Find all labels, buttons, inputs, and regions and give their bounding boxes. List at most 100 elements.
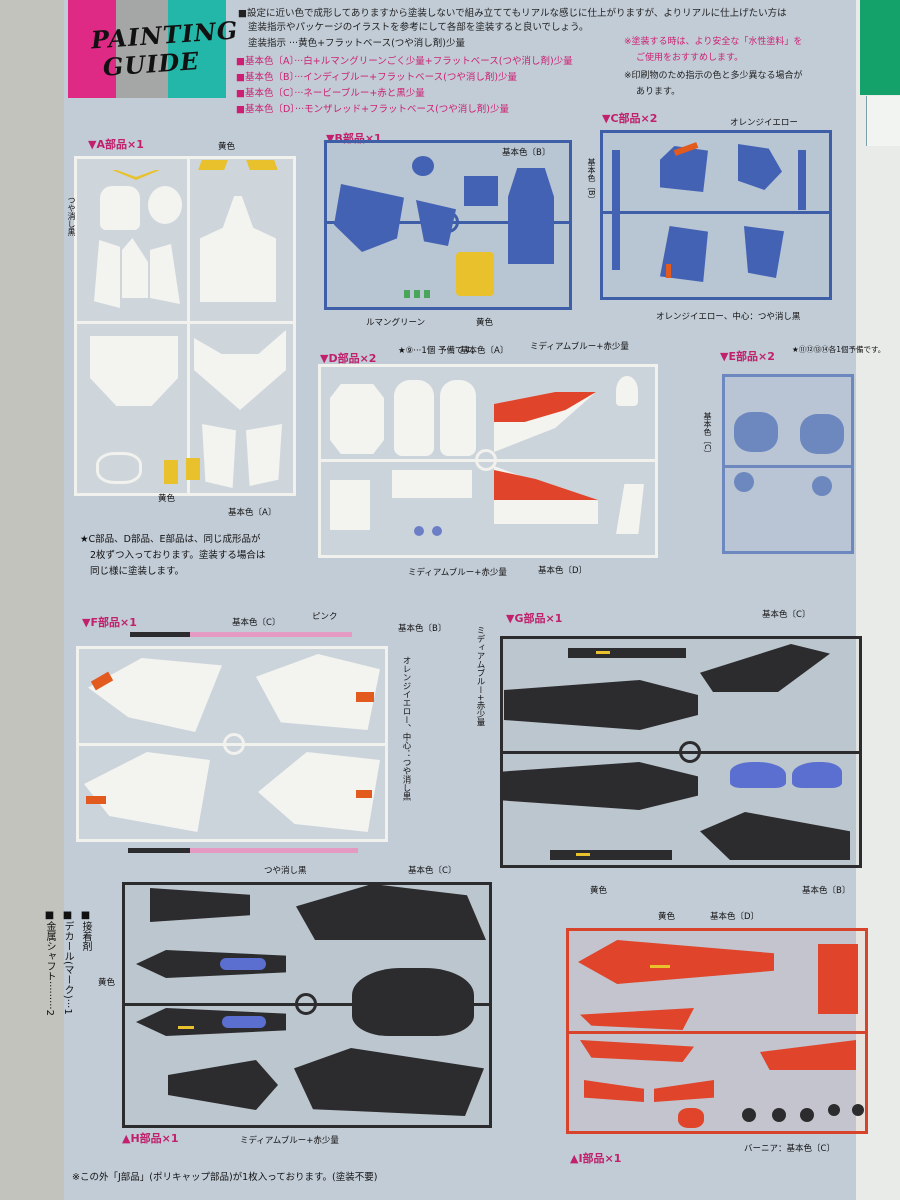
runner-a-spine (187, 159, 190, 493)
base-color-a: ■基本色〔A〕···白+ルマングリーンごく少量+フラットベース(つや消し剤)少量 (236, 56, 573, 67)
part-c-4 (744, 226, 784, 278)
runner-i-cross (569, 1031, 865, 1034)
d-label-spare: ★⑨···1個 予備です。 (398, 346, 480, 356)
runner-c (600, 130, 832, 300)
next-page-edge (856, 0, 900, 1200)
part-h-1 (150, 888, 250, 922)
a-label-base-a: 基本色〔A〕 (228, 508, 277, 518)
part-c-1 (660, 146, 708, 192)
part-g-yellow-1 (596, 651, 610, 654)
part-f-wing-2-orange (356, 692, 374, 702)
part-g-rod-bottom (550, 850, 672, 860)
d-label-medium-blue: ミディアムブルー+赤少量 (530, 342, 629, 352)
part-e-4 (812, 476, 832, 496)
part-g-hull-2 (502, 762, 698, 810)
caution-line-1: ※塗装する時は、より安全な「水性塗料」を (624, 37, 803, 47)
section-f-title: ▼F部品×1 (82, 616, 137, 629)
part-f-wing-4-orange (356, 790, 372, 798)
part-a-helmet (148, 186, 182, 224)
part-b-5 (464, 176, 498, 206)
part-d-8 (616, 376, 638, 406)
header-band-pink (68, 0, 116, 98)
f-label-matte-black: つや消し黒 (264, 866, 307, 876)
i-label-vernier: バーニア：基本色〔C〕 (744, 1144, 835, 1154)
runner-f-ring (223, 733, 245, 755)
part-d-2 (394, 380, 434, 456)
green-tab (860, 0, 900, 95)
base-color-d: ■基本色〔D〕···モンザレッド+フラットベース(つや消し剤)少量 (236, 104, 509, 115)
section-i-title: ▲I部品×1 (570, 1152, 622, 1165)
cde-note-2: 2枚ずつ入っております。塗装する場合は (90, 550, 266, 561)
b-label-base-b: 基本色〔B〕 (502, 148, 551, 158)
c-label-orange-center: オレンジイエロー、中心：つや消し黒 (656, 312, 801, 322)
part-f-wing-3-orange (86, 796, 106, 804)
extras-adhesive: ■接着剤 (80, 910, 91, 951)
part-b-green-3 (424, 290, 430, 298)
part-a-leg-2 (246, 424, 282, 486)
base-color-b: ■基本色〔B〕···インディブルー+フラットベース(つや消し剤)少量 (236, 72, 518, 83)
e-label-base-c: 基本色〔C〕 (703, 412, 712, 458)
part-i-fin-2 (580, 1040, 694, 1062)
section-h-title: ▲H部品×1 (122, 1132, 179, 1145)
a-label-yellow-bottom: 黄色 (158, 494, 176, 504)
part-a-waist-1 (94, 240, 120, 308)
base-color-c: ■基本色〔C〕···ネービーブルー+赤と黒少量 (236, 88, 425, 99)
part-a-yellow-2 (246, 160, 278, 170)
part-b-4 (508, 168, 554, 264)
h-label-yellow: 黄色 (98, 978, 116, 988)
part-e-3 (734, 472, 754, 492)
footer-note: ※この外「J部品」(ポリキャップ部品)が1枚入っております。(塗装不要) (72, 1172, 378, 1183)
i-label-yellow: 黄色 (658, 912, 676, 922)
g-label-medium-blue: ミディアムブルー+赤少量 (475, 626, 485, 727)
vernier-2 (772, 1108, 786, 1122)
section-e-title: ▼E部品×2 (720, 350, 775, 363)
runner-g-ring (679, 741, 701, 763)
part-h-4-blue (222, 1016, 266, 1028)
part-a-yellow-4 (186, 458, 200, 480)
part-i-block (818, 944, 858, 1014)
d-label-base-a: 基本色〔A〕 (460, 346, 509, 356)
part-a-yellow-1 (198, 160, 228, 170)
part-c-rod-2 (798, 150, 806, 210)
header-band-gray (116, 0, 168, 98)
intro-line-1: ■設定に近い色で成形してありますから塗装しないで組み立ててもリアルな感じに仕上が… (238, 8, 787, 19)
part-d-blue-2 (432, 526, 442, 536)
caution-line-2: ご使用をおすすめします。 (636, 53, 744, 63)
part-a-leg-1 (202, 424, 236, 488)
c-label-base-b: 基本色〔B〕 (587, 158, 596, 204)
g-label-yellow: 黄色 (590, 886, 608, 896)
section-a-title: ▼A部品×1 (88, 138, 144, 151)
part-d-1 (330, 384, 384, 454)
part-c-rod-1 (612, 150, 620, 270)
part-h-yellow (178, 1026, 194, 1029)
painting-guide-logo: PAINTING GUIDE (90, 15, 239, 87)
g-label-base-c: 基本色〔C〕 (762, 610, 811, 620)
a-label-matte-black: つや消し黒 (67, 196, 76, 236)
part-g-blue-1 (730, 762, 786, 788)
runner-a-divider (77, 321, 293, 324)
section-d-title: ▼D部品×2 (320, 352, 377, 365)
part-h-3-blue (220, 958, 266, 970)
vernier-3 (800, 1108, 814, 1122)
part-i-yellow (650, 965, 670, 968)
extras-shaft: ■金属シャフト·········2 (44, 910, 55, 1016)
f-label-base-c: 基本色〔C〕 (232, 618, 281, 628)
a-label-yellow-top: 黄色 (218, 142, 236, 152)
part-g-yellow-2 (576, 853, 590, 856)
runner-d-ring (475, 449, 497, 471)
c-label-orange: オレンジイエロー (730, 118, 798, 128)
part-d-7 (330, 480, 370, 530)
caution-line-3: ※印刷物のため指示の色と多少異なる場合が (624, 71, 803, 81)
part-e-1 (734, 412, 778, 452)
b-label-leman-green: ルマングリーン (366, 318, 426, 328)
part-a-small-ring (96, 452, 142, 484)
vernier-4 (828, 1104, 840, 1116)
part-h-5 (352, 968, 474, 1036)
g-label-base-b: 基本色〔B〕 (802, 886, 851, 896)
f-label-base-b: 基本色〔B〕 (398, 624, 447, 634)
part-g-rod-top (568, 648, 686, 658)
d-label-medium-blue-bottom: ミディアムブルー+赤少量 (408, 568, 507, 578)
b-label-yellow: 黄色 (476, 318, 494, 328)
part-b-green-1 (404, 290, 410, 298)
